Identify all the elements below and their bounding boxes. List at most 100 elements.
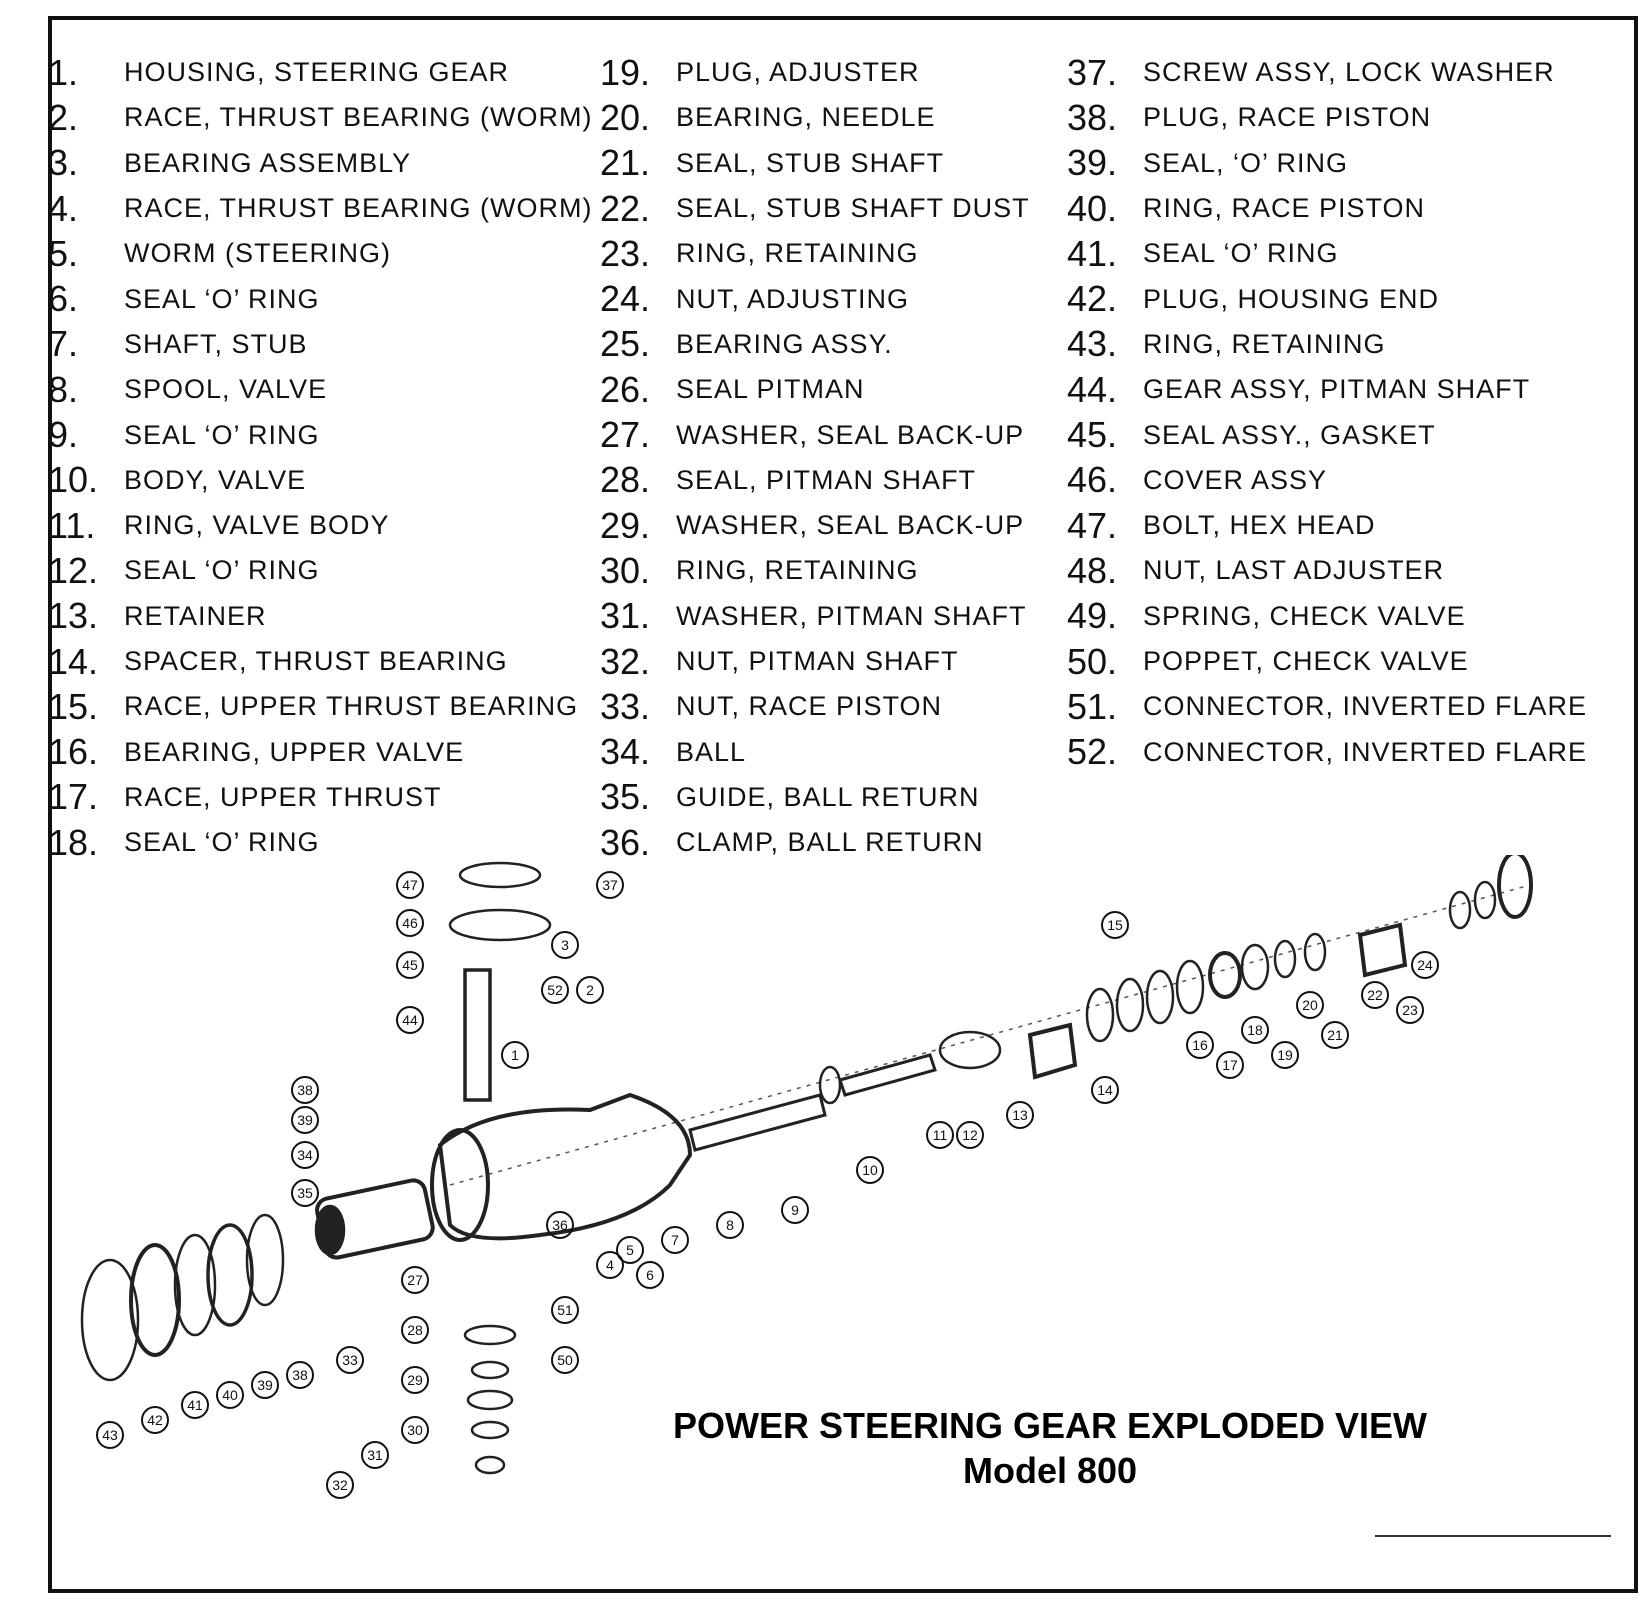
part-description: SEAL, STUB SHAFT DUST [676,193,1030,224]
callout-number: 44 [402,1012,418,1028]
part-list-item: 27. WASHER, SEAL BACK-UP [600,412,1030,457]
part-description: BALL [676,736,747,767]
callout-number: 33 [342,1352,358,1368]
part-list-item: 12.SEAL ‘O’ RING [48,548,593,593]
part-list-item: 38.PLUG, RACE PISTON [1067,95,1587,140]
callout-number: 18 [1247,1022,1263,1038]
callout-number: 31 [367,1447,383,1463]
part-description: SPACER, THRUST BEARING [124,646,508,676]
callout-number: 7 [671,1232,679,1248]
part-number: 15. [48,685,99,727]
part-description: RING, RETAINING [676,238,919,269]
part-list-item: 3.BEARING ASSEMBLY [48,141,593,186]
part-number: 48. [1067,549,1118,591]
part-number: 9. [48,414,79,456]
callout-number: 40 [222,1387,238,1403]
part-list-item: 36.CLAMP, BALL RETURN [600,820,1030,865]
part-number: 26. [600,368,651,410]
part-description: SEAL, ‘O’ RING [1143,147,1349,178]
part-list-item: 32.NUT, PITMAN SHAFT [600,639,1030,684]
part-number: 7. [48,323,79,365]
part-list-item: 11.RING, VALVE BODY [48,503,593,548]
part-description: RACE, UPPER THRUST BEARING [124,691,579,722]
part-list-item: 35.GUIDE, BALL RETURN [600,775,1030,820]
part-number: 18. [48,821,99,863]
part-description: BEARING ASSY. [676,328,893,359]
part-description: RING, RETAINING [1143,328,1386,359]
callout-number: 41 [187,1397,203,1413]
callout-number: 38 [292,1367,308,1383]
part-description: GEAR ASSY, PITMAN SHAFT [1143,374,1531,405]
part-number: 20. [600,96,651,138]
part-list-item: 24.NUT, ADJUSTING [600,276,1030,321]
callout-number: 46 [402,915,418,931]
part-description: PLUG, RACE PISTON [1143,102,1432,133]
diagram-subtitle: Model 800 [962,1450,1138,1491]
callout-number: 16 [1192,1037,1208,1053]
callout-number: 39 [297,1112,313,1128]
part-number: 40. [1067,187,1118,229]
callout-number: 51 [557,1302,573,1318]
divider-line [1375,1535,1611,1537]
part-number: 46. [1067,459,1118,501]
callout-number: 28 [407,1322,423,1338]
part-description: SCREW ASSY, LOCK WASHER [1143,57,1555,88]
part-description: BODY, VALVE [124,464,307,495]
part-number: 41. [1067,232,1118,274]
callout-number: 4 [606,1257,614,1273]
part-list-item: 4.RACE, THRUST BEARING (WORM) [48,186,593,231]
part-list-item: 52.CONNECTOR, INVERTED FLARE [1067,729,1587,774]
callout-number: 23 [1402,1002,1418,1018]
callout-number: 15 [1107,917,1123,933]
part-description: SEAL, STUB SHAFT [676,147,945,178]
exploded-view-drawing: 4342414039383347464544373839343536272829… [80,855,1533,1499]
callout-number: 17 [1222,1057,1238,1073]
part-description: PLUG, ADJUSTER [676,57,920,88]
part-list-item: 5.WORM (STEERING) [48,231,593,276]
callout-number: 12 [962,1127,978,1143]
part-description: CONNECTOR, INVERTED FLARE [1143,691,1588,722]
part-description: POPPET, CHECK VALVE [1143,646,1469,676]
part-description: WASHER, PITMAN SHAFT [676,600,1027,631]
callout-number: 43 [102,1427,118,1443]
part-list-item: 28.SEAL, PITMAN SHAFT [600,458,1030,503]
part-list-item: 33. NUT, RACE PISTON [600,684,1030,729]
part-number: 25. [600,323,651,365]
part-number: 51. [1067,685,1118,727]
part-list-item: 51. CONNECTOR, INVERTED FLARE [1067,684,1587,729]
part-list-item: 41.SEAL ‘O’ RING [1067,231,1587,276]
part-description: NUT, RACE PISTON [676,691,943,722]
callout-number: 35 [297,1185,313,1201]
part-list-item: 46.COVER ASSY [1067,458,1587,503]
part-number: 19. [600,51,651,93]
part-list-item: 45.SEAL ASSY., GASKET [1067,412,1587,457]
part-list-item: 26.SEAL PITMAN [600,367,1030,412]
part-description: CONNECTOR, INVERTED FLARE [1143,736,1588,767]
part-description: SPOOL, VALVE [124,374,328,405]
part-description: WASHER, SEAL BACK-UP [676,419,1025,450]
part-description: BOLT, HEX HEAD [1143,510,1376,541]
part-description: RING, VALVE BODY [124,510,390,541]
part-number: 1. [48,51,79,93]
part-list-item: 49.SPRING, CHECK VALVE [1067,594,1587,639]
part-list-item: 16.BEARING, UPPER VALVE [48,729,593,774]
part-number: 27. [600,414,651,456]
part-list-item: 47.BOLT, HEX HEAD [1067,503,1587,548]
callout-number: 13 [1012,1107,1028,1123]
callout-number: 10 [862,1162,878,1178]
callout-number: 30 [407,1422,423,1438]
part-description: SEAL ‘O’ RING [124,555,320,586]
part-description: BEARING ASSEMBLY [124,147,412,178]
part-description: SEAL, PITMAN SHAFT [676,464,977,495]
diagram-title: POWER STEERING GEAR EXPLODED VIEW [672,1405,1428,1446]
part-number: 2. [48,96,79,138]
part-number: 33. [600,685,651,727]
part-number: 17. [48,776,99,818]
part-list-item: 8.SPOOL, VALVE [48,367,593,412]
callout-number: 52 [547,982,563,998]
part-number: 16. [48,731,99,773]
part-list-item: 22.SEAL, STUB SHAFT DUST [600,186,1030,231]
part-number: 6. [48,278,79,320]
